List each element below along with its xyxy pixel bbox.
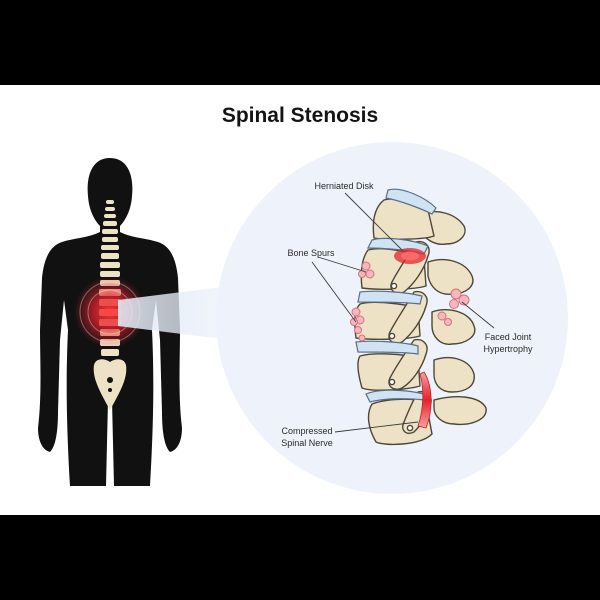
page-title: Spinal Stenosis [221,104,379,127]
leader-lines [311,192,495,433]
label-herniated-disk: Herniated Disk [314,181,374,191]
pedicle-2 [388,290,428,344]
lumbar-spine-detail [354,198,487,446]
label-nerve-line2: Spinal Nerve [281,438,333,448]
spinous-process-4 [433,356,475,393]
spinous-process-5 [433,396,487,426]
disk-4 [355,340,419,355]
compressed-nerve [417,371,432,429]
disk-1 [385,188,437,215]
facet-joint-hypertrophy [437,288,470,326]
label-faced-joint-line1: Faced Joint [485,332,532,342]
label-nerve-line1: Compressed [281,426,332,436]
label-faced-joint-line2: Hypertrophy [483,344,533,354]
label-bone-spurs: Bone Spurs [287,248,335,258]
disk-3 [357,290,423,305]
spinous-process-2 [427,258,474,295]
